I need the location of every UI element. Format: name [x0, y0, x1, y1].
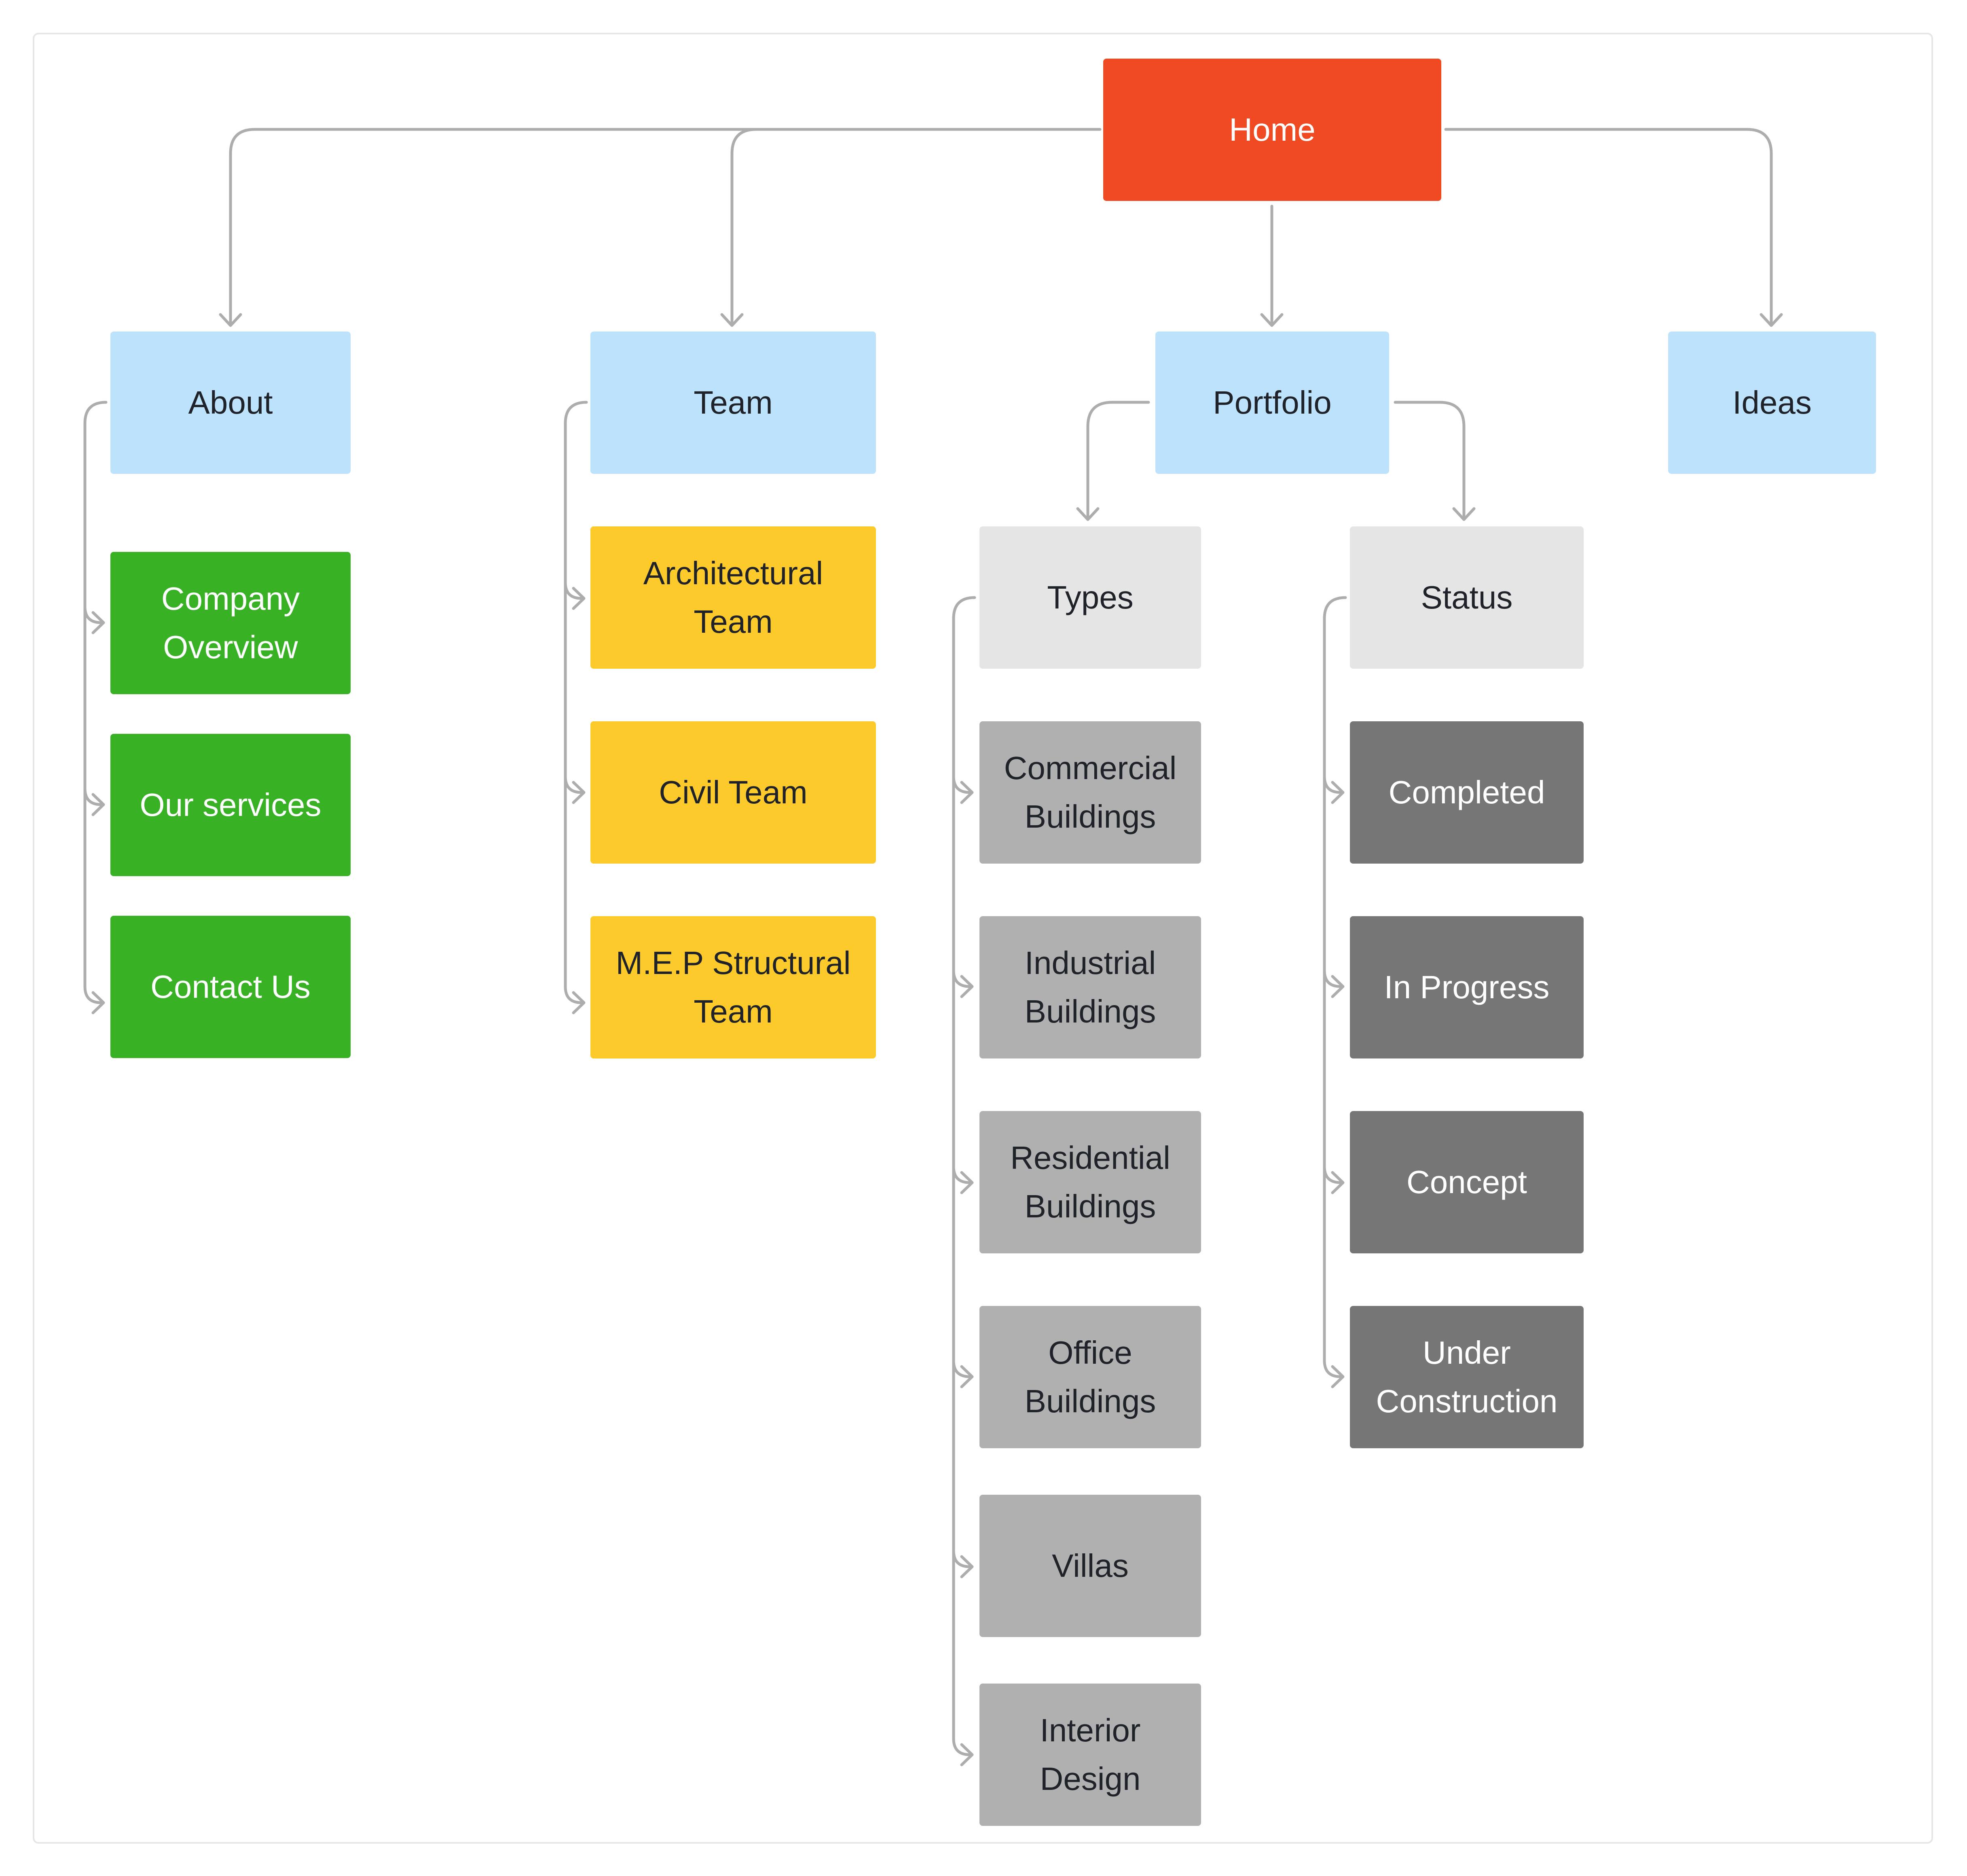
node-interior-design-label: Interior Design	[1040, 1712, 1141, 1797]
connector-about-services	[83, 787, 103, 806]
arrowhead-team	[720, 313, 744, 327]
connector-home-team	[730, 128, 758, 325]
arrowhead-mep	[572, 991, 586, 1014]
node-villas-label: Villas	[1052, 1548, 1129, 1584]
node-villas[interactable]: Villas	[979, 1495, 1201, 1637]
connector-team-children	[564, 401, 588, 1004]
arrowhead-progress	[1331, 975, 1345, 998]
connector-home-ideas	[1444, 128, 1773, 325]
arrowhead-interior	[960, 1743, 974, 1766]
node-commercial-buildings-label: Commercial Buildings	[1004, 750, 1177, 834]
node-civil-team[interactable]: Civil Team	[590, 721, 876, 864]
connector-portfolio-status	[1394, 401, 1466, 519]
connector-types-industrial	[952, 969, 971, 988]
connector-about-overview	[83, 605, 103, 624]
node-concept-label: Concept	[1407, 1164, 1527, 1200]
arrowhead-architectural	[572, 587, 586, 610]
arrowhead-ideas	[1760, 313, 1783, 327]
node-in-progress[interactable]: In Progress	[1350, 916, 1584, 1058]
connector-home-about	[229, 128, 1102, 325]
node-team-label: Team	[694, 384, 773, 420]
connector-types-children	[952, 596, 976, 1756]
connector-types-residential	[952, 1165, 971, 1184]
node-completed-label: Completed	[1388, 774, 1545, 810]
connector-status-concept	[1323, 1165, 1342, 1184]
node-architectural-team-label: Architectural Team	[643, 555, 823, 640]
node-our-services-label: Our services	[140, 787, 321, 823]
connector-about-children	[83, 401, 108, 1004]
node-team[interactable]: Team	[590, 332, 876, 474]
node-portfolio[interactable]: Portfolio	[1155, 332, 1389, 474]
node-civil-team-label: Civil Team	[659, 774, 808, 810]
node-residential-buildings[interactable]: Residential Buildings	[979, 1111, 1201, 1253]
node-residential-buildings-label: Residential Buildings	[1010, 1140, 1170, 1224]
node-home-label: Home	[1229, 112, 1316, 148]
node-architectural-team[interactable]: Architectural Team	[590, 526, 876, 669]
connector-status-completed	[1323, 775, 1342, 794]
node-interior-design[interactable]: Interior Design	[979, 1684, 1201, 1826]
arrowhead-completed	[1331, 781, 1345, 804]
node-about[interactable]: About	[110, 332, 351, 474]
node-company-overview[interactable]: Company Overview	[110, 552, 351, 694]
connector-types-villas	[952, 1549, 971, 1568]
node-industrial-buildings-label: Industrial Buildings	[1024, 945, 1156, 1029]
node-mep-team-label: M.E.P Structural Team	[615, 945, 851, 1029]
node-contact-us-label: Contact Us	[150, 969, 311, 1005]
arrowhead-office	[960, 1365, 974, 1388]
node-types-label: Types	[1047, 579, 1134, 615]
node-under-construction[interactable]: Under Construction	[1350, 1306, 1584, 1448]
node-ideas-label: Ideas	[1732, 384, 1812, 420]
connector-status-children	[1323, 596, 1347, 1378]
arrowhead-about	[219, 313, 242, 327]
node-completed[interactable]: Completed	[1350, 721, 1584, 864]
node-portfolio-label: Portfolio	[1213, 384, 1332, 420]
connector-types-commercial	[952, 775, 971, 794]
node-status[interactable]: Status	[1350, 526, 1584, 669]
node-our-services[interactable]: Our services	[110, 734, 351, 876]
node-home[interactable]: Home	[1103, 59, 1441, 201]
connector-portfolio-types	[1086, 401, 1150, 519]
node-about-label: About	[188, 384, 273, 420]
node-office-buildings[interactable]: Office Buildings	[979, 1306, 1201, 1448]
node-industrial-buildings[interactable]: Industrial Buildings	[979, 916, 1201, 1058]
arrowhead-overview	[91, 611, 105, 634]
connector-types-office	[952, 1359, 971, 1378]
connector-team-architectural	[564, 581, 583, 600]
node-contact-us[interactable]: Contact Us	[110, 916, 351, 1058]
arrowhead-status	[1452, 507, 1476, 521]
arrowhead-villas	[960, 1555, 974, 1578]
node-under-construction-label: Under Construction	[1376, 1335, 1558, 1419]
connector-status-progress	[1323, 969, 1342, 988]
node-in-progress-label: In Progress	[1384, 969, 1550, 1005]
node-commercial-buildings[interactable]: Commercial Buildings	[979, 721, 1201, 864]
node-ideas[interactable]: Ideas	[1668, 332, 1876, 474]
node-company-overview-label: Company Overview	[161, 581, 300, 665]
node-types[interactable]: Types	[979, 526, 1201, 669]
arrowhead-portfolio	[1260, 313, 1284, 327]
node-mep-team[interactable]: M.E.P Structural Team	[590, 916, 876, 1058]
arrowhead-residential	[960, 1171, 974, 1194]
arrowhead-civil	[572, 781, 586, 804]
arrowhead-types	[1076, 507, 1100, 521]
arrowhead-concept	[1331, 1171, 1345, 1194]
connector-team-civil	[564, 775, 583, 794]
arrowhead-contact	[91, 991, 105, 1014]
arrowhead-industrial	[960, 975, 974, 998]
arrowhead-commercial	[960, 781, 974, 804]
node-office-buildings-label: Office Buildings	[1024, 1335, 1156, 1419]
node-concept[interactable]: Concept	[1350, 1111, 1584, 1253]
arrowhead-services	[91, 793, 105, 816]
node-status-label: Status	[1421, 579, 1513, 615]
arrowhead-under-construction	[1331, 1365, 1345, 1388]
